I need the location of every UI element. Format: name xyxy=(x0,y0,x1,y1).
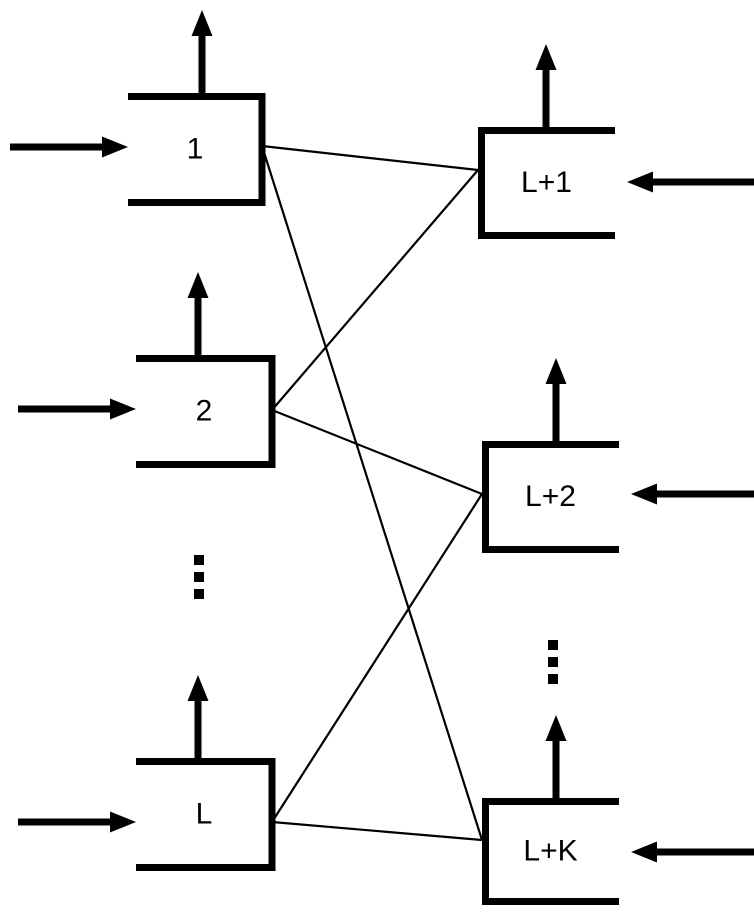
node-L[interactable]: L xyxy=(136,758,276,871)
output-arrow-node-L+1 xyxy=(535,44,557,127)
arrow-head xyxy=(545,358,567,384)
arrow-head xyxy=(110,811,136,833)
arrow-head xyxy=(102,136,128,158)
node-layer: 1 2L L+1L+2L+K xyxy=(128,93,620,905)
input-arrow-node-2 xyxy=(18,398,136,420)
node-label: L+1 xyxy=(521,166,572,199)
output-arrow-node-1 xyxy=(191,10,213,93)
arrow-head xyxy=(535,44,557,70)
arrow-head xyxy=(110,398,136,420)
node-label: 2 xyxy=(196,394,213,427)
ellipsis-dot xyxy=(548,657,558,667)
input-arrow-node-1 xyxy=(10,136,128,158)
output-arrow-node-2 xyxy=(187,272,209,355)
node-label: L+K xyxy=(523,834,577,867)
output-arrow-node-L xyxy=(187,675,209,758)
node-label: L+2 xyxy=(525,480,576,513)
link-L-to-L+2 xyxy=(271,493,483,823)
node-label: L xyxy=(196,797,213,830)
node-box-outline xyxy=(478,127,615,239)
node-label: 1 xyxy=(187,132,204,165)
arrow-head xyxy=(631,841,657,863)
ellipsis-layer xyxy=(194,555,558,684)
input-arrow-node-L xyxy=(18,811,136,833)
link-2-to-L+2 xyxy=(271,408,483,496)
node-box-outline xyxy=(482,441,619,553)
link-2-to-L+1 xyxy=(271,169,479,411)
link-layer xyxy=(260,144,484,842)
node-Lplus2[interactable]: L+2 xyxy=(482,441,620,553)
output-arrow-node-L+K xyxy=(545,715,567,798)
node-box-outline xyxy=(136,758,276,871)
node-1[interactable]: 1 xyxy=(128,93,266,206)
arrow-head xyxy=(627,171,653,193)
arrow-head xyxy=(187,272,209,298)
ellipsis-dot xyxy=(194,555,204,565)
input-arrow-node-L+2 xyxy=(631,483,754,505)
node-box-outline xyxy=(482,798,619,905)
arrow-head xyxy=(191,10,213,36)
link-L-to-L+K xyxy=(271,820,483,842)
node-LplusK[interactable]: L+K xyxy=(482,798,620,905)
ellipsis-dot xyxy=(194,589,204,599)
ellipsis-dot xyxy=(548,640,558,650)
node-Lplus1[interactable]: L+1 xyxy=(478,127,616,239)
input-arrow-node-L+1 xyxy=(627,171,754,193)
input-arrow-node-L+K xyxy=(631,841,754,863)
ellipsis-dot xyxy=(194,572,204,582)
node-box-outline xyxy=(136,355,276,468)
link-1-to-L+1 xyxy=(261,144,479,172)
arrow-head xyxy=(545,715,567,741)
arrow-head xyxy=(631,483,657,505)
node-2[interactable]: 2 xyxy=(136,355,276,468)
flow-arrow-layer xyxy=(10,10,754,863)
arrow-head xyxy=(187,675,209,701)
ellipsis-dot xyxy=(548,674,558,684)
node-box-outline xyxy=(128,93,266,206)
output-arrow-node-L+2 xyxy=(545,358,567,441)
link-1-to-L+K xyxy=(260,145,484,841)
